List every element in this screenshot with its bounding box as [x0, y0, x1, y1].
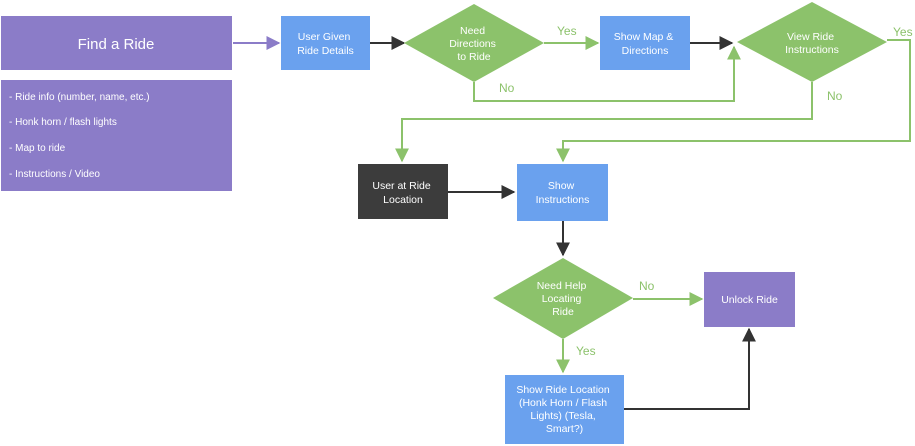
node-text-line: Smart?) [546, 423, 583, 435]
node-text-line: Ride [552, 306, 574, 318]
feature-item: - Map to ride [9, 143, 66, 154]
node-text-line: Location [383, 194, 423, 206]
node-text-line: Unlock Ride [721, 294, 778, 306]
svg-text:Show Ride Location (Honk: Show Ride Location (Honk Horn / Flash Li… [516, 384, 612, 435]
node-text-line: User at Ride [372, 180, 431, 192]
node-text-line: User Given [298, 31, 351, 43]
svg-text:Need Directions to: Need Directions to Ride [449, 25, 499, 63]
need-help-locating-decision: Need Help Locating Ride [493, 258, 633, 339]
feature-list-box: - Ride info (number, name, etc.) - Honk … [1, 80, 232, 191]
feature-item: - Ride info (number, name, etc.) [9, 92, 150, 103]
show-ride-location-node: Show Ride Location (Honk Horn / Flash Li… [505, 375, 624, 444]
feature-item: - Instructions / Video [9, 169, 100, 180]
label-help-no: No [639, 279, 655, 293]
node-text-line: View Ride [787, 31, 834, 43]
node-text-line: Show Ride Location [516, 384, 610, 396]
label-directions-yes: Yes [557, 24, 577, 38]
edge-viewinstructions-no [395, 82, 813, 163]
label-directions-no: No [499, 81, 515, 95]
find-a-ride-node: Find a Ride [1, 16, 232, 70]
node-text-line: (Honk Horn / Flash [519, 397, 607, 409]
node-text-line: to Ride [457, 51, 490, 63]
node-text-line: Instructions [536, 194, 590, 206]
label-instructions-yes: Yes [893, 25, 913, 39]
show-map-directions-node: Show Map & Directions [600, 16, 690, 70]
node-text-line: Ride Details [297, 45, 354, 57]
user-at-ride-location-node: User at Ride Location [358, 164, 448, 219]
svg-text:View Ride Instructions: View Ride Instructions [785, 31, 839, 56]
view-ride-instructions-decision: View Ride Instructions [737, 2, 887, 82]
node-text-line: Need [460, 25, 485, 37]
node-text-line: Lights) (Tesla, [530, 410, 595, 422]
node-text-line: Locating [542, 293, 582, 305]
label-instructions-no: No [827, 89, 843, 103]
node-text-line: Show [548, 180, 575, 192]
unlock-ride-node: Unlock Ride [704, 272, 795, 327]
svg-text:User Given Ride Details: User Given Ride Details [297, 31, 354, 57]
svg-text:Need Help Locating: Need Help Locating Ride [537, 280, 590, 318]
node-text-line: Need Help [537, 280, 587, 292]
find-a-ride-title: Find a Ride [78, 36, 155, 53]
svg-text:User at Ride Location: User at Ride Location [372, 180, 433, 206]
edge-viewinstructions-yes [556, 39, 911, 163]
edge-showlocation-to-unlock [624, 327, 756, 410]
node-text-line: Directions [449, 38, 496, 50]
label-help-yes: Yes [576, 344, 596, 358]
show-instructions-node: Show Instructions [517, 164, 608, 221]
feature-item: - Honk horn / flash lights [9, 117, 117, 128]
svg-text:Show Instructions: Show Instructions [536, 180, 590, 206]
node-text-line: Directions [622, 45, 669, 57]
edge-needdirections-no [473, 45, 741, 102]
node-text-line: Show Map & [614, 31, 674, 43]
need-directions-decision: Need Directions to Ride [404, 4, 544, 82]
user-given-ride-details-node: User Given Ride Details [281, 16, 370, 70]
node-text-line: Instructions [785, 44, 839, 56]
svg-text:Show Map & Directions: Show Map & Directions [614, 31, 676, 57]
